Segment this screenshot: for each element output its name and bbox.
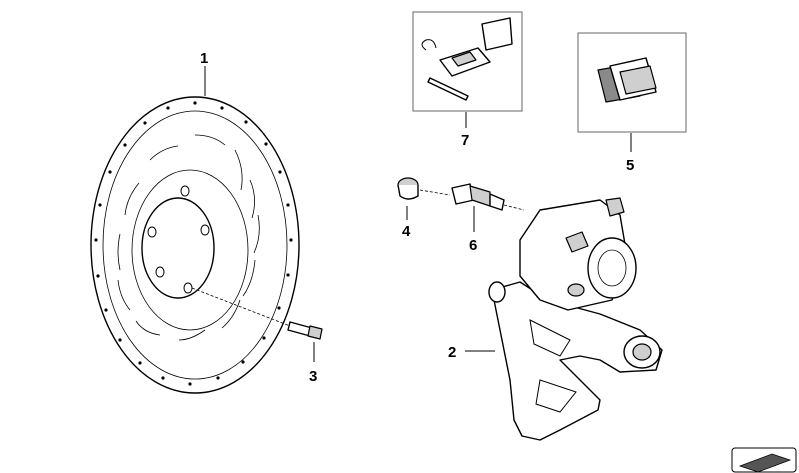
callout-2: 2	[448, 344, 456, 361]
brake-disc	[90, 96, 300, 394]
brake-caliper-carrier	[488, 197, 663, 441]
bleed-valve	[451, 183, 525, 211]
pad-retaining-kit	[412, 11, 523, 112]
bleed-cap	[397, 177, 451, 200]
callout-1: 1	[200, 50, 208, 67]
leader-lines	[204, 66, 632, 362]
callout-5: 5	[626, 157, 634, 174]
callout-4: 4	[402, 223, 411, 240]
callout-6: 6	[469, 237, 477, 254]
brake-pad-set	[577, 32, 687, 133]
callout-3: 3	[309, 368, 317, 385]
callout-7: 7	[461, 132, 469, 149]
corner-badge	[731, 447, 797, 473]
disc-bolt	[191, 287, 323, 340]
